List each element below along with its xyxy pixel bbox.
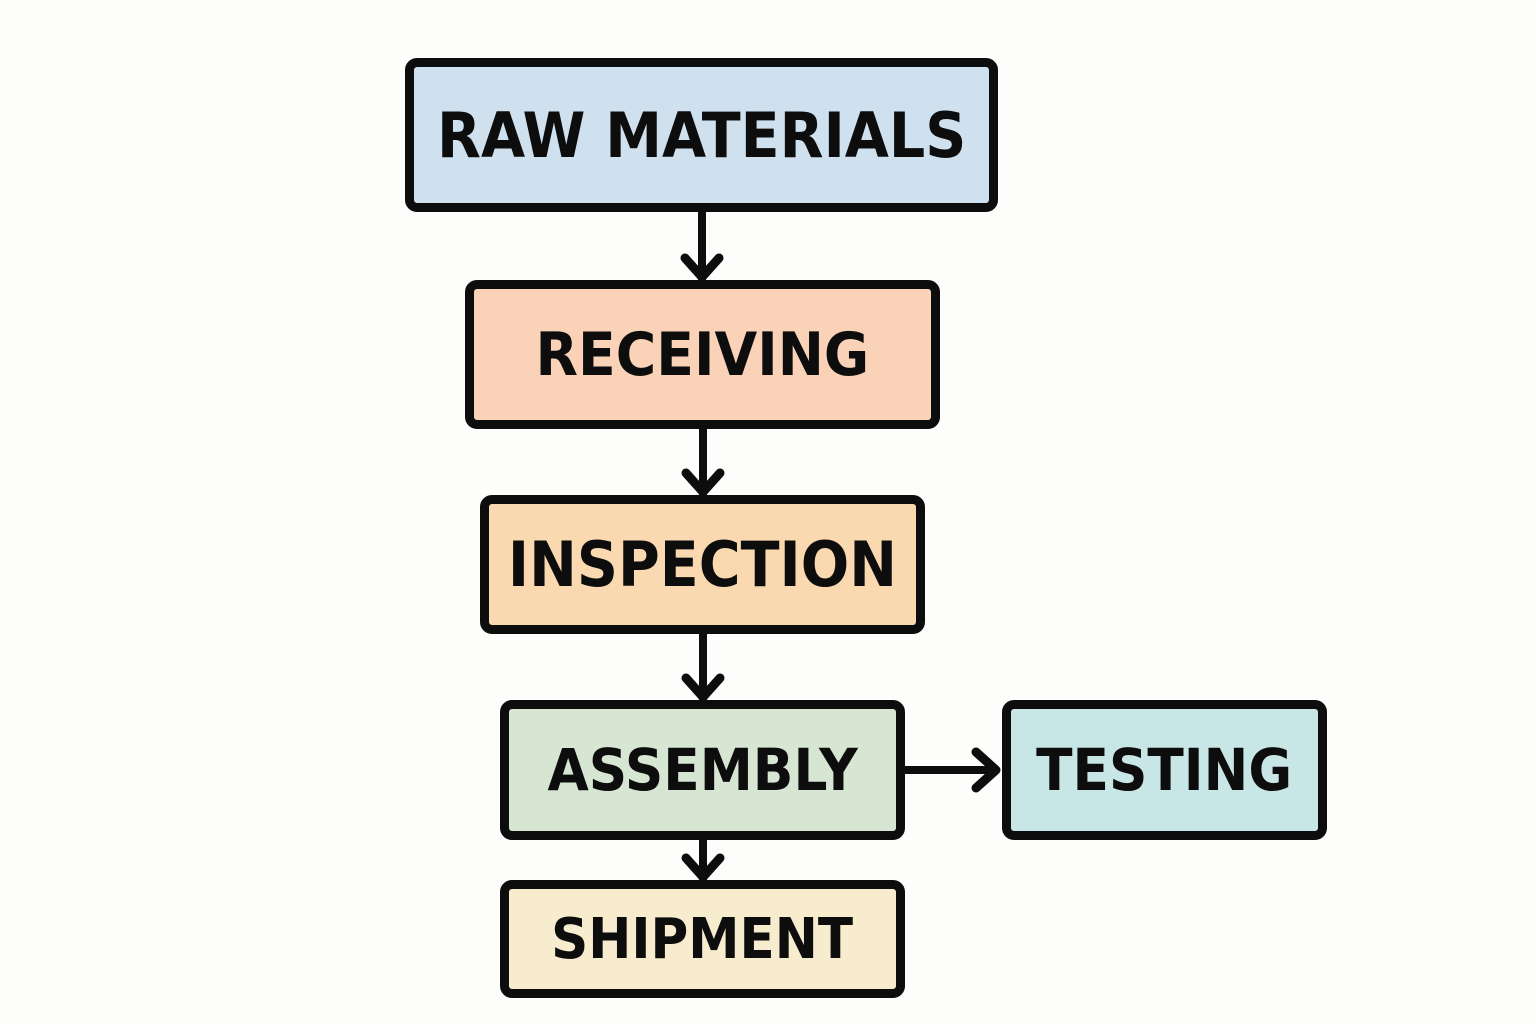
arrowhead-icon bbox=[681, 673, 725, 702]
node-label: SHIPMENT bbox=[551, 906, 854, 972]
edge-assembly-to-testing bbox=[905, 747, 1001, 793]
arrowhead-icon bbox=[971, 747, 1001, 793]
node-testing: TESTING bbox=[1002, 700, 1327, 840]
node-label: RECEIVING bbox=[535, 319, 870, 390]
node-label: RAW MATERIALS bbox=[436, 98, 967, 172]
arrowhead-icon bbox=[680, 253, 724, 282]
edge-inspection-to-assembly bbox=[681, 634, 725, 702]
node-label: TESTING bbox=[1036, 736, 1293, 804]
node-label: INSPECTION bbox=[507, 528, 898, 601]
arrowhead-icon bbox=[681, 853, 725, 882]
node-inspection: INSPECTION bbox=[480, 495, 925, 634]
edge-receiving-to-inspection bbox=[681, 429, 725, 497]
node-shipment: SHIPMENT bbox=[500, 880, 905, 998]
edge-raw-materials-to-receiving bbox=[680, 212, 724, 282]
edge-assembly-to-shipment bbox=[681, 840, 725, 882]
node-raw-materials: RAW MATERIALS bbox=[405, 58, 998, 212]
arrowhead-icon bbox=[681, 468, 725, 497]
node-assembly: ASSEMBLY bbox=[500, 700, 905, 840]
node-label: ASSEMBLY bbox=[547, 736, 858, 804]
node-receiving: RECEIVING bbox=[465, 280, 940, 429]
